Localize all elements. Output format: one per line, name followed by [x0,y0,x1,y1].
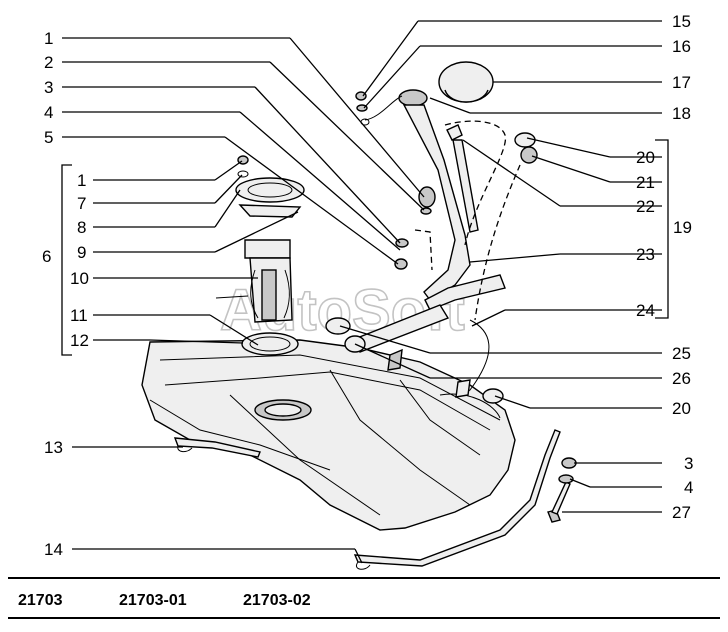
model-code-21703: 21703 [18,592,63,609]
model-code-21703-02: 21703-02 [243,592,311,609]
callout-labels: 1 2 3 4 5 6 1 7 8 9 10 11 12 13 14 15 16… [42,12,693,559]
callout-20-top: 20 [636,148,655,167]
callout-8: 8 [77,218,86,237]
callout-22: 22 [636,197,655,216]
callout-3-top: 3 [44,78,53,97]
nut [561,457,577,469]
fuel-pump-module [215,155,305,356]
callout-17: 17 [672,73,691,92]
callout-6: 6 [42,247,51,266]
fuel-tank [141,339,516,531]
callout-1-mid: 1 [77,171,86,190]
callout-3-bottom: 3 [684,454,693,473]
callout-10: 10 [70,269,89,288]
model-code-21703-01: 21703-01 [119,592,187,609]
callout-7: 7 [77,194,86,213]
model-codes-footer: 21703 21703-01 21703-02 [0,577,728,627]
callout-25: 25 [672,344,691,363]
footer-top-rule [8,577,720,579]
callout-4-bottom: 4 [684,478,693,497]
callout-27: 27 [672,503,691,522]
callout-16: 16 [672,37,691,56]
callout-14: 14 [44,540,63,559]
callout-20-bottom: 20 [672,399,691,418]
callout-5: 5 [44,128,53,147]
leader-lines [62,20,662,564]
bolt [547,481,571,523]
callout-1-top: 1 [44,29,53,48]
callout-9: 9 [77,243,86,262]
callout-13: 13 [44,438,63,457]
group-bracket-19 [655,139,669,319]
footer-bottom-rule [8,617,720,619]
group-bracket-6 [61,164,72,356]
callout-23: 23 [636,245,655,264]
callout-2: 2 [44,53,53,72]
callout-18: 18 [672,104,691,123]
callout-24: 24 [636,301,655,320]
callout-15: 15 [672,12,691,31]
callout-12: 12 [70,331,89,350]
callout-11: 11 [70,306,88,325]
washer [558,474,574,484]
callout-26: 26 [672,369,691,388]
callout-21: 21 [636,173,655,192]
tank-strap-rear [353,429,561,570]
callout-4-top: 4 [44,103,53,122]
callout-19: 19 [673,218,692,237]
